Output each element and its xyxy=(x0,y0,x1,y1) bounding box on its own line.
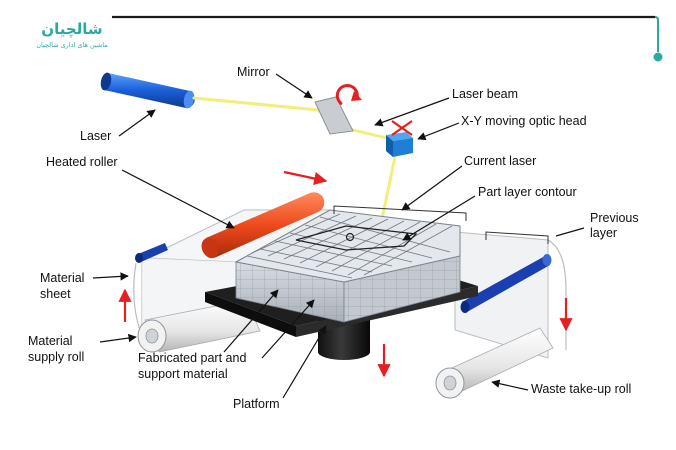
label-fabricated-group: Fabricated part and support material xyxy=(138,289,315,381)
brand-logo: شالچیان ماشین های اداری شالچیان xyxy=(36,20,108,49)
header-dot xyxy=(653,52,663,62)
label-material-supply-group: Material supply roll xyxy=(28,333,137,364)
label-current-laser-group: Current laser xyxy=(401,154,536,211)
header-rule xyxy=(112,15,663,62)
label-platform-group: Platform xyxy=(233,325,327,411)
red-motion-arrows xyxy=(118,170,573,378)
label-heated-roller-group: Heated roller xyxy=(46,155,235,229)
label-material-sheet-line1: Material xyxy=(40,271,84,285)
label-heated-roller: Heated roller xyxy=(46,155,118,169)
label-laser: Laser xyxy=(80,129,111,143)
waste-sheet xyxy=(454,231,567,359)
top-layer-grid xyxy=(246,213,453,279)
label-part-layer-contour: Part layer contour xyxy=(478,185,577,199)
laser-source xyxy=(100,72,195,109)
brand-tagline: ماشین های اداری شالچیان xyxy=(36,41,108,49)
waste-take-up-roll xyxy=(435,327,554,399)
label-previous-layer-group: Previous layer xyxy=(555,211,639,240)
label-material-sheet-line2: sheet xyxy=(40,287,71,301)
label-waste-roll-group: Waste take-up roll xyxy=(491,379,631,396)
right-guide-roller xyxy=(460,254,552,313)
label-xy-head: X-Y moving optic head xyxy=(461,114,587,128)
label-mirror-group: Mirror xyxy=(237,65,313,99)
sheet-feed-arrow xyxy=(283,170,328,185)
label-waste-roll: Waste take-up roll xyxy=(531,382,631,396)
previous-layer-bracket xyxy=(485,231,549,244)
label-platform: Platform xyxy=(233,397,280,411)
label-previous-layer-line2: layer xyxy=(590,226,617,240)
mirror-rotation-arrow xyxy=(335,84,362,106)
heated-roller xyxy=(201,192,325,259)
xy-optic-head xyxy=(386,132,413,157)
label-mirror: Mirror xyxy=(237,65,270,79)
label-laser-beam: Laser beam xyxy=(452,87,518,101)
label-part-layer-contour-group: Part layer contour xyxy=(402,185,577,241)
label-fabricated-line1: Fabricated part and xyxy=(138,351,246,365)
mirror xyxy=(314,96,354,135)
label-fabricated-line2: support material xyxy=(138,367,228,381)
brand-name: شالچیان xyxy=(41,20,102,39)
label-material-supply-line1: Material xyxy=(28,334,72,348)
material-supply-roll xyxy=(137,299,261,353)
xy-motion-arrows xyxy=(391,120,413,136)
label-current-laser: Current laser xyxy=(464,154,536,168)
current-laser-bracket xyxy=(333,205,467,221)
left-guide-roller xyxy=(135,243,168,263)
fabricated-part-block xyxy=(234,209,461,323)
label-previous-layer-line1: Previous xyxy=(590,211,639,225)
label-laser-group: Laser xyxy=(80,109,156,143)
label-material-supply-line2: supply roll xyxy=(28,350,84,364)
label-xy-head-group: X-Y moving optic head xyxy=(417,114,587,141)
label-laser-beam-group: Laser beam xyxy=(374,87,518,127)
label-material-sheet-group: Material sheet xyxy=(40,271,129,301)
